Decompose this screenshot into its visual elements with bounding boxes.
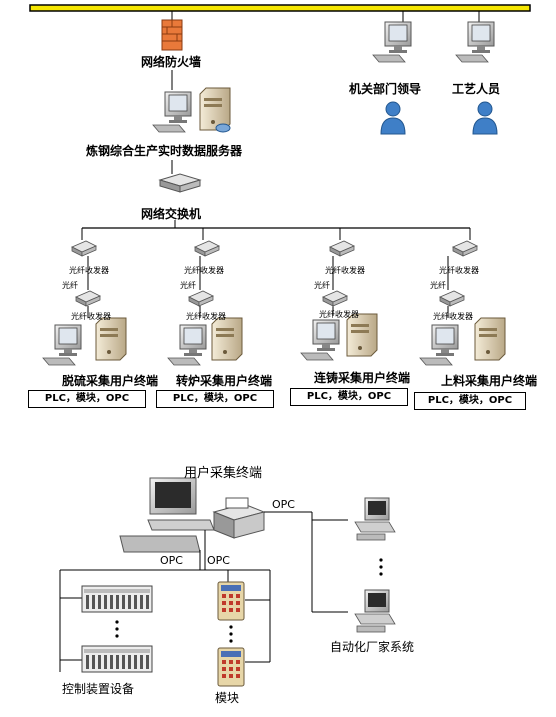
firewall-label: 网络防火墙	[141, 55, 202, 69]
branch-3-monitor-icon	[300, 319, 340, 361]
branch-1-case-icon	[95, 317, 127, 361]
branch-1-transceiver-upper-label: 光纤收发器	[69, 266, 109, 275]
branch-2-transceiver-upper-label: 光纤收发器	[184, 266, 224, 275]
ellipsis-right	[379, 558, 383, 576]
branch-2-fiber-label: 光纤	[180, 281, 196, 290]
staff-label: 工艺人员	[452, 82, 501, 96]
branch-2-transceiver-lower-icon	[188, 290, 214, 307]
control-label: 控制装置设备	[62, 682, 135, 696]
ellipsis-left	[115, 620, 119, 638]
opc-label-right: OPC	[272, 498, 295, 511]
staff-pc-icon	[455, 21, 495, 63]
branch-3-fiber-label: 光纤	[314, 281, 330, 290]
branch-2-lines	[199, 228, 204, 318]
branch-4-lines	[447, 228, 471, 318]
switch-icon	[158, 173, 202, 193]
top-bus	[29, 4, 531, 12]
ellipsis-mid	[229, 625, 233, 643]
branch-1-io-box: PLC，模块，OPC	[28, 390, 146, 408]
terminal-pc-icon	[119, 477, 215, 553]
branch-2-io-box: PLC，模块，OPC	[156, 390, 274, 408]
staff-person-icon	[472, 101, 498, 135]
printer-icon	[212, 497, 266, 539]
plc-rack-1-icon	[81, 585, 153, 613]
opc-label-mid: OPC	[207, 554, 230, 567]
branch-2-case-icon	[211, 317, 243, 361]
branch-3-transceiver-upper-label: 光纤收发器	[325, 266, 365, 275]
leader-label: 机关部门领导	[349, 82, 422, 96]
branch-2-transceiver-upper-icon	[194, 240, 220, 257]
module-1-icon	[217, 581, 245, 621]
branch-4-fiber-label: 光纤	[430, 281, 446, 290]
branch-2-monitor-icon	[167, 324, 207, 366]
branch-4-monitor-icon	[419, 324, 459, 366]
branch-4-transceiver-lower-label: 光纤收发器	[433, 312, 473, 321]
branch-2-terminal-label: 转炉采集用户终端	[176, 374, 273, 388]
branch-1-terminal-label: 脱硫采集用户终端	[62, 374, 159, 388]
branch-1-lines	[81, 228, 89, 318]
branch-3-case-icon	[346, 313, 378, 357]
branch-3-io-box: PLC，模块，OPC	[290, 388, 408, 406]
branch-3-transceiver-upper-icon	[329, 240, 355, 257]
branch-2-transceiver-lower-label: 光纤收发器	[186, 312, 226, 321]
server-label: 炼钢综合生产实时数据服务器	[86, 144, 243, 158]
branch-4-transceiver-upper-label: 光纤收发器	[439, 266, 479, 275]
branch-1-transceiver-upper-icon	[71, 240, 97, 257]
branch-1-monitor-icon	[42, 324, 82, 366]
branch-4-terminal-label: 上料采集用户终端	[441, 374, 538, 388]
branch-3-transceiver-lower-icon	[322, 290, 348, 307]
branch-3-lines	[332, 228, 341, 316]
branch-1-transceiver-lower-label: 光纤收发器	[71, 312, 111, 321]
leader-person-icon	[380, 101, 406, 135]
branch-4-io-box: PLC，模块，OPC	[414, 392, 526, 410]
leader-pc-icon	[372, 21, 412, 63]
terminal-title: 用户采集终端	[184, 466, 263, 481]
auto-system-label: 自动化厂家系统	[330, 640, 415, 654]
branch-4-transceiver-upper-icon	[452, 240, 478, 257]
firewall-icon	[161, 19, 183, 51]
switch-label: 网络交换机	[141, 207, 202, 221]
branch-3-transceiver-lower-label: 光纤收发器	[319, 310, 359, 319]
plc-rack-2-icon	[81, 645, 153, 673]
module-label: 模块	[215, 691, 240, 705]
module-2-icon	[217, 647, 245, 687]
branch-3-terminal-label: 连铸采集用户终端	[314, 371, 411, 385]
opc-label-left: OPC	[160, 554, 183, 567]
server-case-icon	[199, 87, 231, 131]
auto-pc-1-icon	[354, 497, 396, 541]
branch-1-transceiver-lower-icon	[75, 290, 101, 307]
branch-1-fiber-label: 光纤	[62, 281, 78, 290]
auto-pc-2-icon	[354, 589, 396, 633]
server-monitor-icon	[152, 91, 192, 133]
branch-4-case-icon	[474, 317, 506, 361]
branch-4-transceiver-lower-icon	[439, 290, 465, 307]
